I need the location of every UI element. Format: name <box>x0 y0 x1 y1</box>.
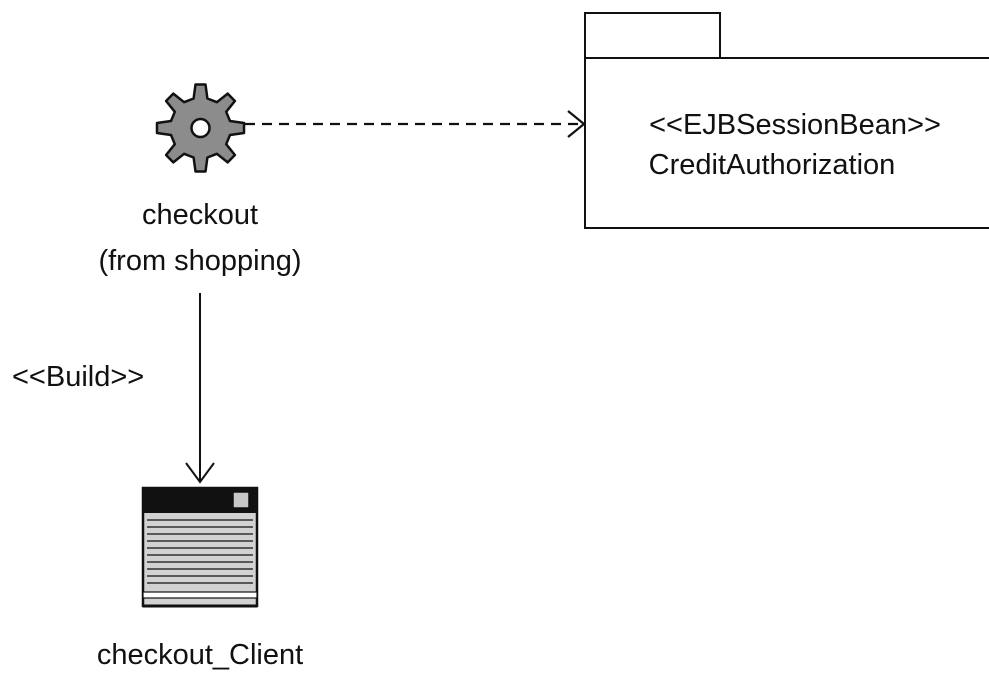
checkout-component-name: checkout <box>141 199 259 231</box>
package-name: CreditAuthorization <box>648 149 896 181</box>
checkout-component-source: (from shopping) <box>98 245 302 277</box>
build-arrow <box>185 293 215 484</box>
package-stereotype: <<EJBSessionBean>> <box>649 109 941 141</box>
window-document-icon <box>141 486 259 608</box>
package-credit-authorization <box>584 12 989 229</box>
build-stereotype: <<Build>> <box>12 361 145 393</box>
client-name: checkout_Client <box>96 639 304 671</box>
dependency-arrow <box>245 110 586 138</box>
gear-icon <box>155 83 246 173</box>
package-tab <box>584 12 721 59</box>
package-body <box>584 57 989 229</box>
